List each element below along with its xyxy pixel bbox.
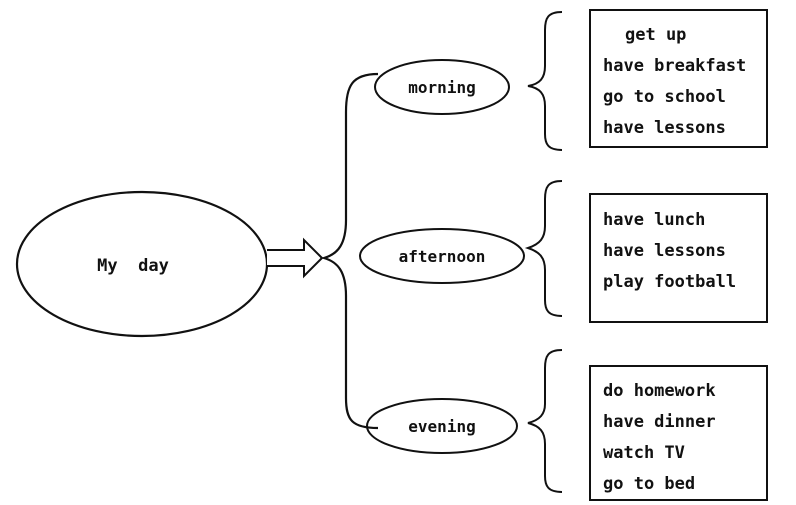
period-ellipse xyxy=(359,228,525,284)
period-evening: evening do homework have dinner watch TV… xyxy=(366,349,768,501)
period-label: morning xyxy=(408,78,475,97)
period-afternoon: afternoon have lunch have lessons play f… xyxy=(359,180,768,323)
right-arrow-icon xyxy=(267,237,324,279)
period-label: afternoon xyxy=(399,247,486,266)
activity-item: have lessons xyxy=(603,118,726,138)
activity-item: have lunch xyxy=(603,210,705,230)
activity-item: do homework xyxy=(603,381,716,401)
activity-item: go to school xyxy=(603,87,726,107)
activity-item: have lessons xyxy=(603,241,726,261)
period-brace xyxy=(524,180,563,317)
activity-item: have breakfast xyxy=(603,56,746,76)
activity-item: watch TV xyxy=(603,443,685,463)
period-ellipse xyxy=(374,59,510,115)
activity-box xyxy=(589,365,768,501)
main-brace xyxy=(320,72,379,430)
activity-box xyxy=(589,193,768,323)
period-label: evening xyxy=(408,417,475,436)
activity-box xyxy=(589,9,768,148)
activity-item: go to bed xyxy=(603,474,695,494)
center-label: My day xyxy=(97,256,169,276)
period-morning: morning get up have breakfast go to scho… xyxy=(374,9,768,151)
period-ellipse xyxy=(366,398,518,454)
activity-item: get up xyxy=(625,25,686,45)
activity-item: play football xyxy=(603,272,736,292)
activity-item: have dinner xyxy=(603,412,716,432)
center-node: My day xyxy=(15,190,269,338)
period-brace xyxy=(527,349,563,493)
period-brace xyxy=(527,11,563,151)
